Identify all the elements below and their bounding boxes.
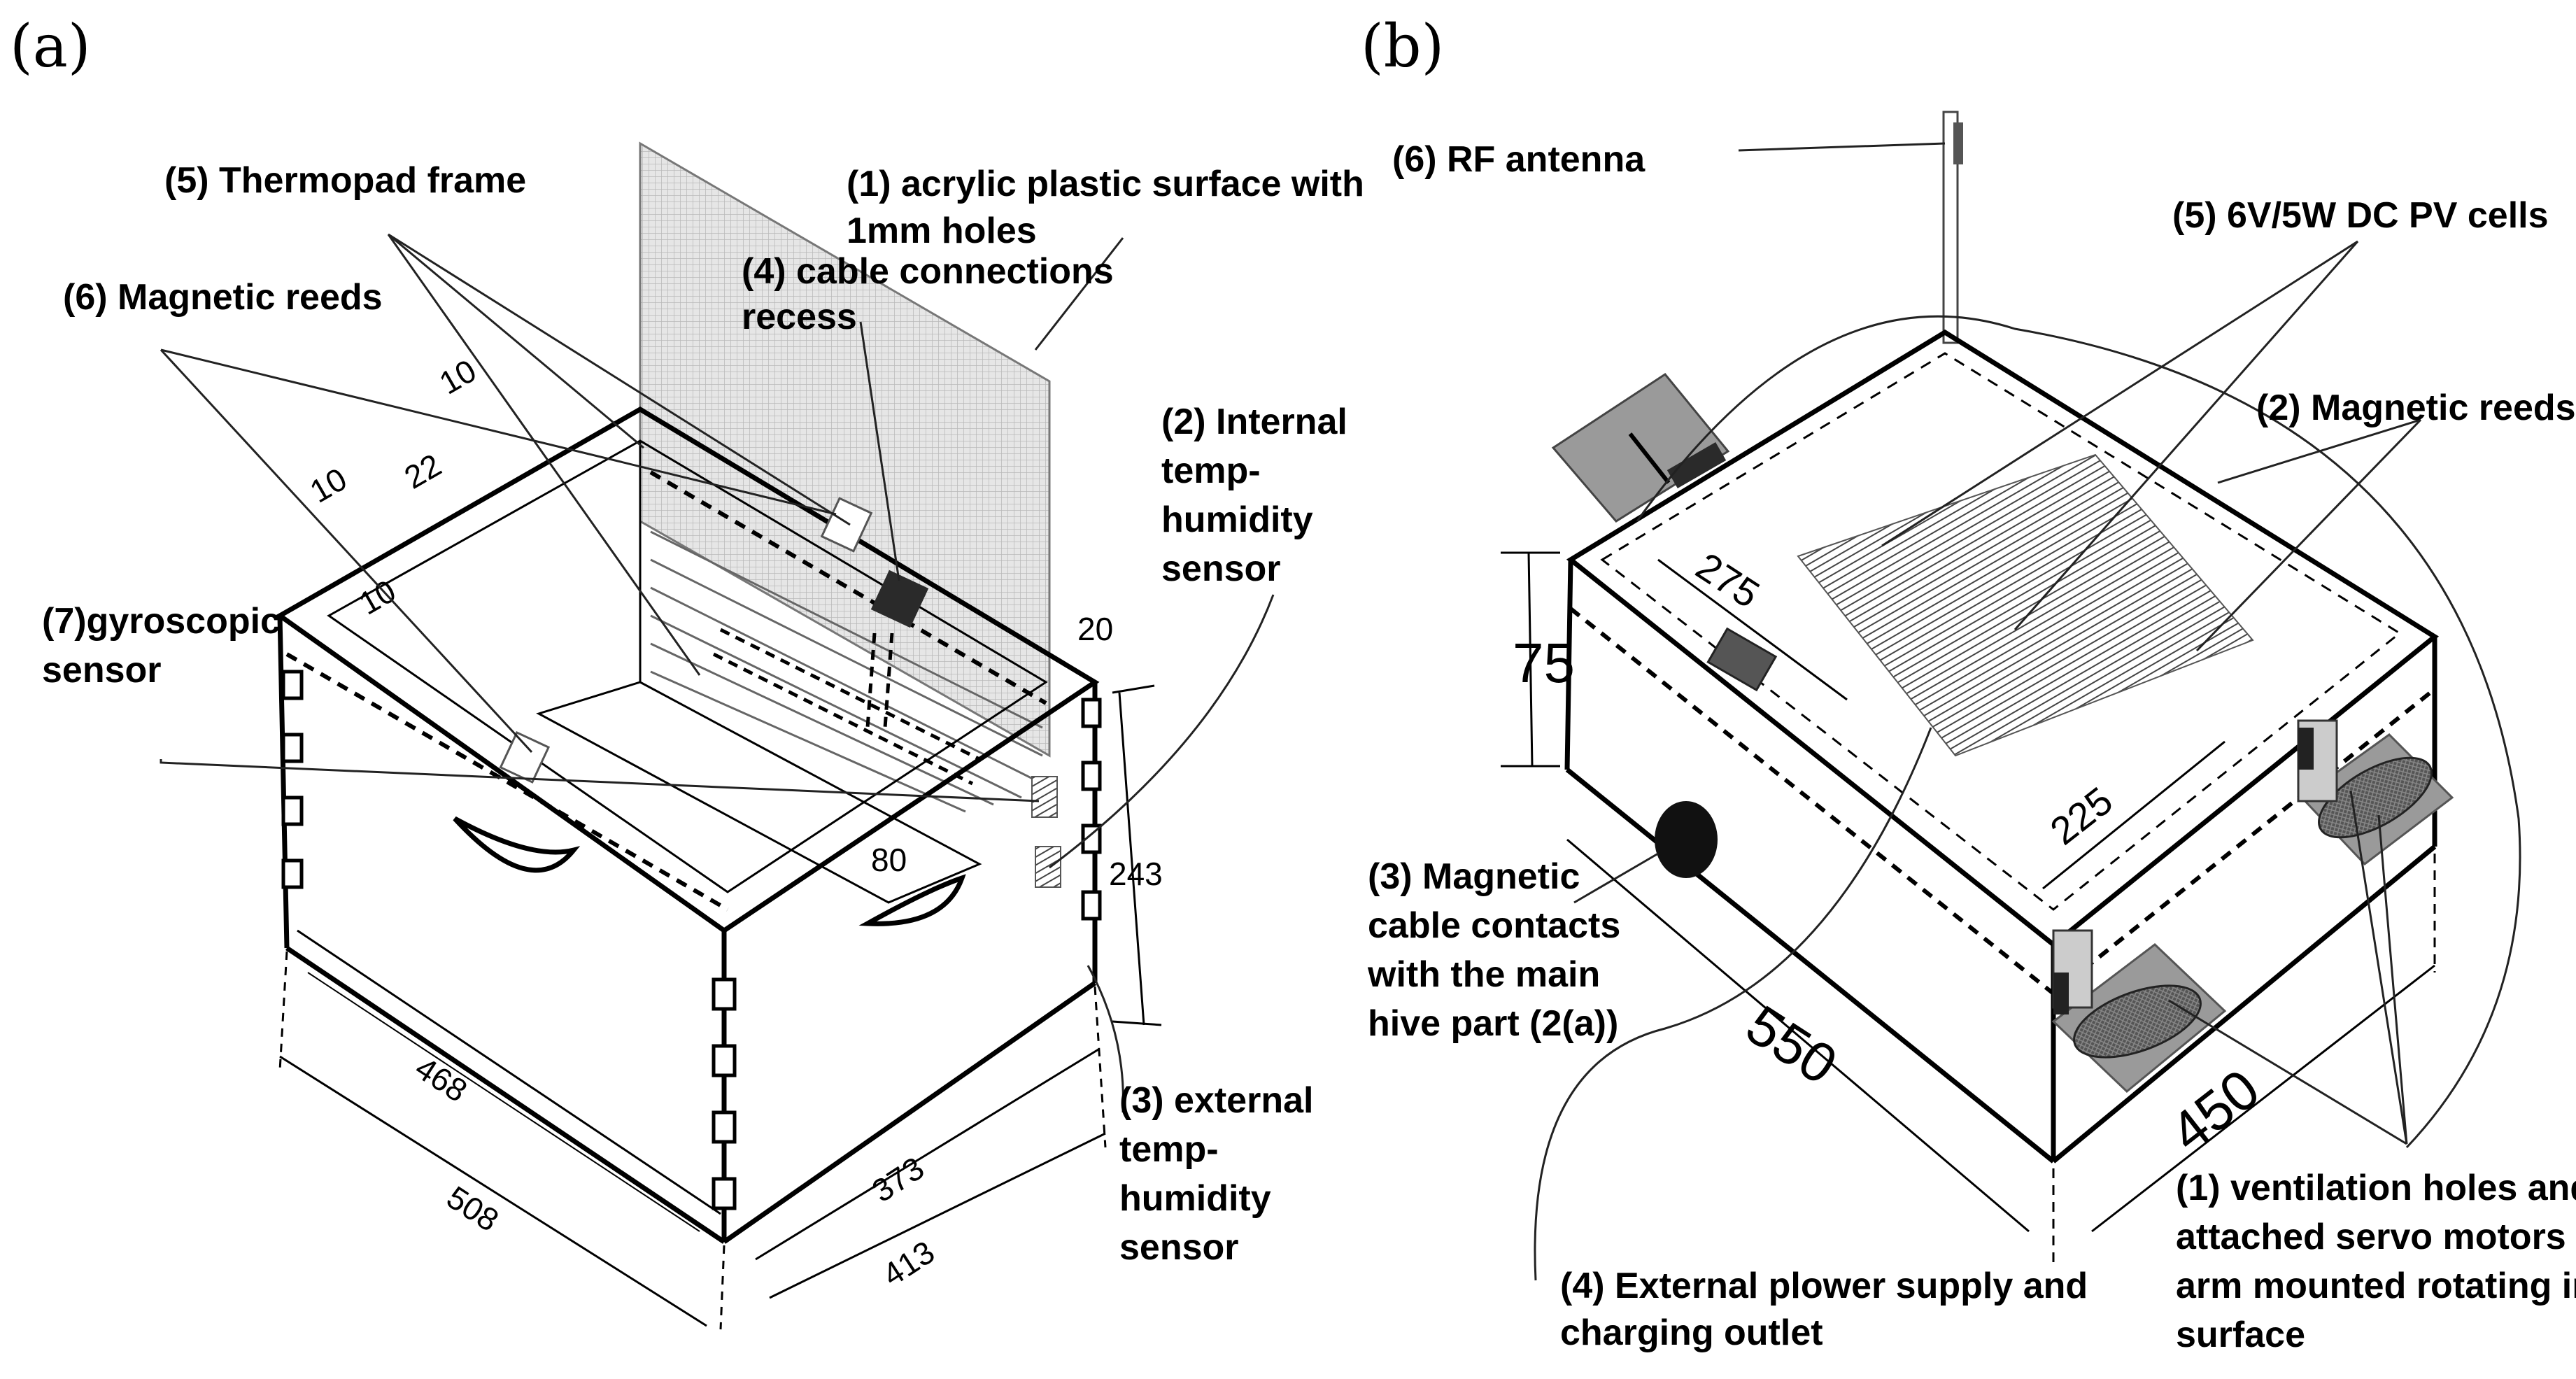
- thermopad-frame: [650, 530, 1043, 813]
- svg-text:(7)gyroscopic: (7)gyroscopic: [42, 601, 281, 642]
- callout-rf-antenna: (6) RF antenna: [1392, 139, 1646, 180]
- svg-text:sensor: sensor: [1119, 1227, 1239, 1268]
- svg-text:humidity: humidity: [1119, 1178, 1271, 1219]
- ventilation-hole-side: [2318, 756, 2433, 839]
- panel-a: (a): [10, 12, 1364, 1330]
- magnetic-cable-contact: [1655, 801, 1718, 878]
- svg-text:hive part (2(a)): hive part (2(a)): [1368, 1003, 1618, 1044]
- magnetic-reed-b1: [1666, 442, 1727, 488]
- callout-external-power: (4) External plower supply and charging …: [1560, 1266, 2088, 1353]
- svg-text:recess: recess: [742, 297, 857, 337]
- external-sensor-block: [1035, 846, 1061, 888]
- svg-text:temp-: temp-: [1161, 451, 1261, 491]
- dim-550: 550: [1736, 993, 1848, 1096]
- svg-text:(6) Magnetic reeds: (6) Magnetic reeds: [63, 277, 383, 318]
- svg-text:sensor: sensor: [1161, 549, 1281, 589]
- sensor-dashed-rails: [712, 628, 981, 786]
- svg-text:(5) 6V/5W DC PV cells: (5) 6V/5W DC PV cells: [2172, 195, 2549, 236]
- internal-sensor-block: [1031, 776, 1058, 818]
- callout-cable-recess: (4) cable connections recess: [742, 251, 1114, 337]
- callout-pv-cells: (5) 6V/5W DC PV cells: [2172, 195, 2549, 236]
- svg-text:(3) external: (3) external: [1119, 1080, 1313, 1121]
- servo-motor-side-body: [2298, 728, 2314, 770]
- dim-20: 20: [1077, 611, 1113, 647]
- cable-connection-recess-box: [870, 570, 929, 628]
- dim-75: 75: [1513, 632, 1575, 694]
- svg-text:surface: surface: [2176, 1315, 2305, 1355]
- rf-antenna: [1942, 111, 1959, 344]
- svg-text:(5) Thermopad frame: (5) Thermopad frame: [164, 160, 526, 201]
- dimension-lines-a: [278, 684, 1162, 1330]
- svg-text:temp-: temp-: [1119, 1129, 1219, 1170]
- callout-magnetic-reeds-b: (2) Magnetic reeds: [2256, 388, 2576, 428]
- svg-text:(6) RF antenna: (6) RF antenna: [1392, 139, 1646, 180]
- svg-text:sensor: sensor: [42, 650, 162, 691]
- dim-508: 508: [441, 1179, 506, 1238]
- callout-external-sensor: (3) external temp- humidity sensor: [1119, 1080, 1313, 1268]
- hive-roof-box-b: [1564, 329, 2440, 1164]
- callout-magnetic-cable-contacts: (3) Magnetic cable contacts with the mai…: [1367, 856, 1620, 1044]
- svg-text:with the main: with the main: [1367, 954, 1600, 995]
- dim-10-c: 10: [304, 460, 353, 510]
- callout-thermopad-frame: (5) Thermopad frame: [164, 160, 526, 201]
- callout-magnetic-reeds-a: (6) Magnetic reeds: [63, 277, 383, 318]
- dimension-lines-b: [1501, 551, 2436, 1266]
- dim-225: 225: [2042, 778, 2121, 853]
- svg-text:(1) acrylic plastic surface wi: (1) acrylic plastic surface with: [847, 164, 1364, 204]
- callout-internal-sensor: (2) Internal temp- humidity sensor: [1161, 402, 1347, 589]
- svg-text:(2) Internal: (2) Internal: [1161, 402, 1347, 442]
- acrylic-plastic-surface: [639, 141, 1051, 758]
- leader-lines-b: [1534, 142, 2521, 1281]
- svg-text:arm mounted rotating insula: arm mounted rotating insula: [2176, 1266, 2576, 1306]
- panel-b-label: (b): [1361, 12, 1444, 80]
- svg-text:(1) ventilation holes and: (1) ventilation holes and: [2176, 1168, 2576, 1208]
- svg-text:(4) External plower supply and: (4) External plower supply and: [1560, 1266, 2088, 1306]
- panel-a-label: (a): [10, 12, 91, 80]
- dim-468: 468: [409, 1049, 474, 1109]
- pv-cells: [1797, 453, 2254, 757]
- svg-text:1mm holes: 1mm holes: [847, 211, 1037, 251]
- callout-acrylic: (1) acrylic plastic surface with 1mm hol…: [847, 164, 1364, 251]
- gyroscopic-sensor: [499, 730, 551, 784]
- svg-text:charging outlet: charging outlet: [1560, 1313, 1823, 1353]
- svg-text:(3) Magnetic: (3) Magnetic: [1368, 856, 1580, 897]
- magnetic-reed-a: [820, 497, 873, 553]
- dim-243: 243: [1109, 856, 1163, 892]
- svg-text:attached servo motors with: attached servo motors with: [2176, 1217, 2576, 1257]
- svg-text:(4) cable connections: (4) cable connections: [742, 251, 1114, 292]
- ventilation-hole-front: [2073, 984, 2202, 1059]
- svg-text:(2) Magnetic reeds: (2) Magnetic reeds: [2256, 388, 2576, 428]
- callout-gyroscopic-sensor: (7)gyroscopic sensor: [42, 601, 281, 691]
- leader-lines-a: [160, 233, 1275, 1113]
- servo-motor-front-body: [2053, 973, 2069, 1014]
- svg-text:cable contacts: cable contacts: [1368, 905, 1620, 946]
- callout-ventilation: (1) ventilation holes and attached servo…: [2176, 1168, 2576, 1355]
- dim-22: 22: [398, 446, 447, 496]
- panel-b: (b): [1361, 12, 2576, 1355]
- rf-antenna-tip: [1953, 122, 1963, 164]
- dim-10-b: 10: [433, 352, 482, 402]
- dim-413: 413: [876, 1233, 941, 1293]
- dim-450: 450: [2159, 1057, 2271, 1164]
- magnetic-reed-b2: [1706, 627, 1778, 692]
- dim-80: 80: [871, 842, 907, 878]
- svg-text:humidity: humidity: [1161, 500, 1313, 540]
- dim-275: 275: [1688, 544, 1767, 616]
